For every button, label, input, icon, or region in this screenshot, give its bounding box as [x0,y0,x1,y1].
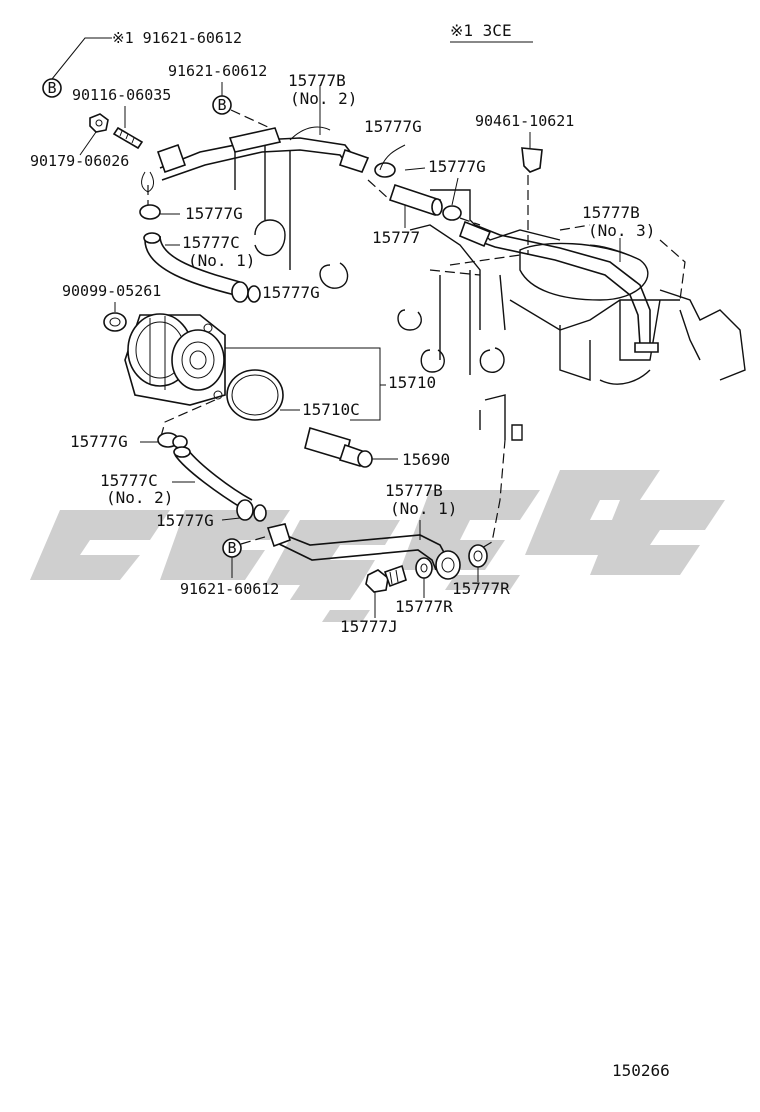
label-15777g-right: 15777G [428,157,486,176]
label-15777g-top: 15777G [364,117,422,136]
label-15777g-left: 15777G [185,204,243,223]
engine-block-outline [234,145,746,441]
clamp-15777g-bottom: 15777G [156,499,267,530]
pipe-15777b-no1: 15777B (No. 1) [266,439,506,580]
oil-cooler-15710: 15710 [124,313,436,421]
clamp-15777g-right: 15777G [404,157,486,226]
pipe-15777b-no2: 15777B (No. 2) [156,71,370,181]
label-15777r-left: 15777R [395,597,453,616]
label-15777b-no1-sub: (No. 1) [390,499,457,518]
clamp-15777g-top: 15777G [364,117,422,201]
label-90461-10621: 90461-10621 [475,112,574,130]
label-15777g-mid: 15777G [262,283,320,302]
label-15777b-no2: 15777B [288,71,346,90]
hose-15777c-no1: 15777C (No. 1) [143,232,255,296]
label-91621-60612-bottom: 91621-60612 [180,580,279,598]
label-15710c: 15710C [302,400,360,419]
label-15777r-right: 15777R [452,579,510,598]
bolt-b-top-left: B ※1 91621-60612 [42,29,242,98]
hose-15777c-no2: 15777C (No. 2) [100,446,253,511]
label-15777j: 15777J [340,617,398,636]
ring-90099: 90099-05261 [62,282,161,332]
label-star-91621-60612: ※1 91621-60612 [112,29,242,47]
washer-15777r-right: 15777R [452,544,510,598]
label-15777c-no1: 15777C [182,233,240,252]
pipe-15777b-no3: 15777B (No. 3) [458,203,686,353]
bolt-b-top-center: 91621-60612 B [168,62,271,129]
stud-90116: 90116-06035 [72,86,171,150]
clamp-15777g-mid: 15777G [231,281,320,303]
label-15777c-no2: 15777C [100,471,158,490]
b-circle-icon [212,95,232,115]
oring-15710c: 15710C [159,369,360,441]
b-marker-text: B [47,79,56,97]
union-15690: 15690 [304,426,450,469]
label-15777b-no1: 15777B [385,481,443,500]
b-marker-text-2: B [217,96,226,114]
label-91621-60612-top: 91621-60612 [168,62,267,80]
union-bolt-15777j: 15777J [340,564,407,636]
label-15777b-no3-sub: (No. 3) [588,221,655,240]
label-15777b-no3: 15777B [582,203,640,222]
clamp-15777g-low: 15777G [70,432,188,451]
diagram-number: 150266 [612,1061,670,1080]
label-90099-05261: 90099-05261 [62,282,161,300]
label-15777: 15777 [372,228,420,247]
label-15777c-no2-sub: (No. 2) [106,488,173,507]
label-15710: 15710 [388,373,436,392]
clamp-15777g-left: 15777G [139,171,243,223]
label-15777g-low: 15777G [70,432,128,451]
b-marker-text-3: B [227,539,236,557]
label-90116-06035: 90116-06035 [72,86,171,104]
nut-90179: 90179-06026 [30,113,129,170]
bolt-b-bottom: B 91621-60612 [180,535,279,598]
washer-15777r-left: 15777R [395,557,453,616]
label-15777b-no2-sub: (No. 2) [290,89,357,108]
label-15690: 15690 [402,450,450,469]
label-15777g-bottom: 15777G [156,511,214,530]
label-90179-06026: 90179-06026 [30,152,129,170]
label-15777c-no1-sub: (No. 1) [188,251,255,270]
hose-15777: 15777 [372,183,443,247]
variant-note: ※1 3CE [450,21,512,40]
